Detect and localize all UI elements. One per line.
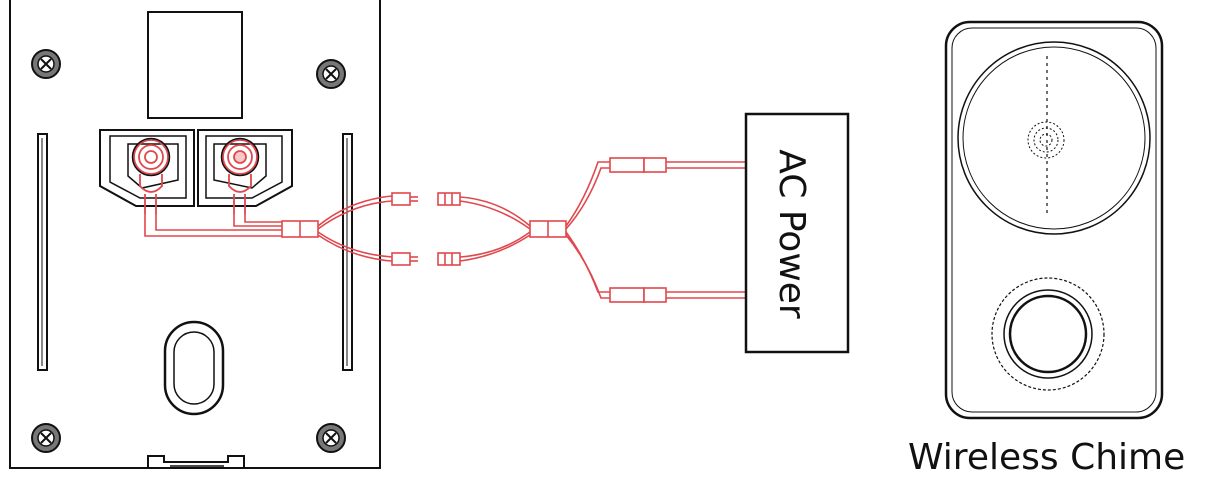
wire-terminal-icon-right xyxy=(220,137,260,214)
wireless-chime-label: Wireless Chime xyxy=(908,437,1186,478)
ac-power-box: AC Power xyxy=(744,112,850,354)
plug-connector-icon-lower-male xyxy=(391,252,418,266)
plug-connector-icon-lower-female xyxy=(437,252,461,266)
cross-screw-icon-top-left xyxy=(31,49,61,79)
wire-terminal-icon-left xyxy=(131,137,171,214)
chime-speaker xyxy=(957,41,1151,235)
chime-button xyxy=(991,277,1105,391)
bottom-latch xyxy=(147,455,245,468)
wireless-chime-device xyxy=(944,20,1164,420)
mounting-keyhole xyxy=(163,320,225,416)
ac-power-label: AC Power xyxy=(771,149,812,319)
cross-screw-icon-bottom-right xyxy=(316,423,346,453)
doorbell-wires xyxy=(144,195,393,262)
left-mounting-slot xyxy=(37,133,48,371)
power-wires xyxy=(459,157,746,303)
plug-connector-icon-upper-female xyxy=(437,192,461,206)
plug-connector-icon-upper-male xyxy=(391,192,418,206)
cross-screw-icon-top-right xyxy=(316,59,346,89)
cross-screw-icon-bottom-left xyxy=(31,423,61,453)
speaker-grille-icon xyxy=(1027,121,1065,159)
top-bracket xyxy=(147,11,243,119)
